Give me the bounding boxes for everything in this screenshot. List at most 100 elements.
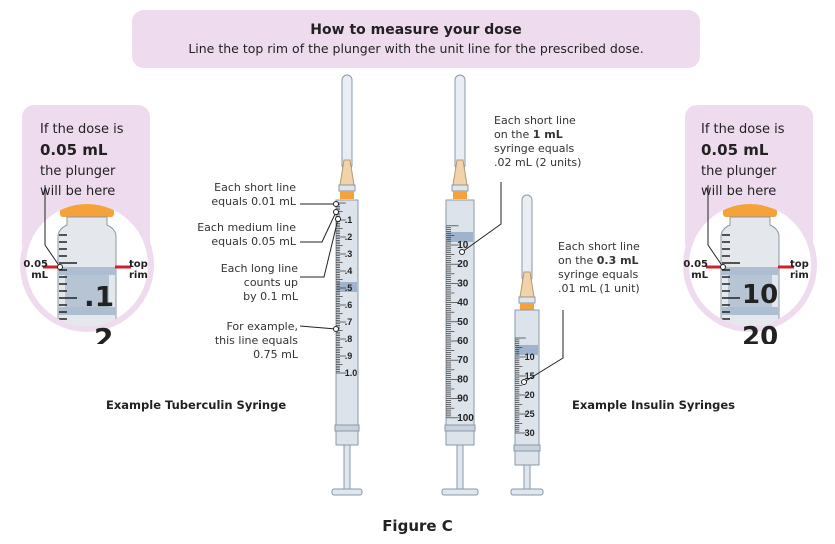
finger-flange [444, 424, 476, 432]
plunger-thumb-rest [331, 488, 363, 496]
plunger-stopper [516, 345, 538, 355]
plunger-rod [343, 444, 351, 490]
banner-title: How to measure your dose [310, 22, 522, 38]
scale-label: 30 [525, 428, 535, 438]
scale-label: 20 [457, 259, 469, 270]
leader-line [300, 218, 339, 278]
annotation-example-line: For example, this line equals 0.75 mL [166, 320, 298, 362]
banner-subtitle: Line the top rim of the plunger with the… [188, 41, 644, 56]
annotation-text: Each medium line [197, 221, 296, 234]
finger-flange [513, 444, 541, 452]
plunger-body [65, 275, 109, 307]
scale-label: 25 [525, 409, 535, 419]
scale-label: .6 [345, 300, 353, 310]
scale-label: .8 [345, 334, 353, 344]
right-barrel-number: 10 [742, 280, 779, 310]
plunger-body [728, 275, 772, 307]
annotation-text: on the [558, 254, 597, 267]
right-dose-mark-label: 0.05 mL [678, 259, 708, 281]
scale-label: .1 [345, 215, 353, 225]
cap-icon [723, 204, 777, 217]
needle-cap-icon [454, 74, 466, 171]
right-magnified-syringe [706, 185, 794, 326]
plunger-ring [722, 307, 778, 315]
scale-label: .2 [345, 232, 353, 242]
scale-label: 20 [525, 390, 535, 400]
plunger-rod [456, 444, 464, 490]
leader-line [300, 211, 337, 243]
mark-unit: mL [691, 270, 708, 281]
callout-dose: 0.05 mL [40, 141, 108, 159]
scale-label: .4 [345, 266, 353, 276]
annotation-text: syringe equals [558, 268, 639, 281]
hub-collar [338, 184, 356, 192]
annotation-short-line: Each short line equals 0.01 mL [166, 181, 296, 209]
leader-dot [333, 201, 339, 207]
tuberculin-syringe: .1.2.3.4.5.6.7.8.91.0 [331, 74, 363, 496]
scale-label: 100 [457, 413, 474, 424]
rim-label: rim [790, 270, 809, 281]
scale-label: 70 [457, 355, 469, 366]
scale-label: .5 [345, 283, 353, 293]
leader-dot [720, 264, 726, 270]
hub-collar [451, 184, 469, 192]
plunger-rim [59, 267, 115, 275]
annotation-text: Each short line [214, 181, 296, 194]
annotation-bold: 1 mL [532, 128, 563, 141]
orange-collar-icon [520, 303, 534, 311]
leader-line [523, 310, 564, 383]
scale-label: .9 [345, 351, 353, 361]
right-callout-text: If the dose is 0.05 mL the plunger will … [701, 120, 785, 202]
scale-label: 10 [525, 352, 535, 362]
plunger-stopper [447, 232, 473, 242]
right-top-rim-label: top rim [790, 259, 809, 281]
annotation-text: .01 mL (1 unit) [558, 282, 640, 295]
tuberculin-caption: Example Tuberculin Syringe [106, 398, 287, 412]
hub-collar [518, 296, 536, 304]
leader-dot [333, 326, 339, 332]
left-zoom-content [57, 204, 117, 326]
annotation-text: .02 mL (2 units) [494, 156, 582, 169]
mark-value: 0.05 [683, 259, 708, 270]
plunger-stopper [337, 282, 357, 292]
annotation-text: equals 0.01 mL [211, 195, 296, 208]
callout-dose: 0.05 mL [701, 141, 769, 159]
orange-collar-icon [453, 191, 467, 199]
annotation-text: counts up [243, 276, 298, 289]
callout-line: the plunger [40, 164, 116, 179]
rim-label: top [790, 259, 809, 270]
annotation-text: Each long line [220, 262, 298, 275]
scale-label: 80 [457, 374, 469, 385]
insulin-caption: Example Insulin Syringes [572, 398, 736, 412]
annotation-long-line: Each long line counts up by 0.1 mL [166, 262, 298, 304]
annotation-text: this line equals [214, 334, 298, 347]
annotation-1ml: Each short line on the 1 mL syringe equa… [494, 114, 581, 170]
rim-label: rim [129, 270, 148, 281]
scale-label: 1.0 [345, 368, 358, 378]
callout-line: will be here [40, 184, 116, 199]
scale-label: 50 [457, 317, 469, 328]
needle-cap-icon [341, 74, 353, 171]
scale-label: 40 [457, 298, 469, 309]
annotation-text: Each short line [558, 240, 640, 253]
plunger-thumb-rest [510, 488, 544, 496]
leader-line [461, 182, 502, 253]
annotation-text: 0.75 mL [253, 348, 298, 361]
leader-line [707, 185, 724, 268]
plunger-ring [59, 307, 115, 315]
annotation-medium-line: Each medium line equals 0.05 mL [166, 221, 296, 249]
rim-label: top [129, 259, 148, 270]
left-top-rim-label: top rim [129, 259, 148, 281]
instruction-banner: How to measure your dose Line the top ri… [132, 10, 700, 68]
plunger-rim [722, 267, 778, 275]
leader-dot [459, 249, 465, 255]
left-barrel-number: .1 [84, 280, 115, 313]
right-barrel-number: 20 [742, 322, 779, 344]
annotation-text: Each short line [494, 114, 576, 127]
leader-dot [521, 379, 527, 385]
finger-flange [334, 424, 360, 432]
